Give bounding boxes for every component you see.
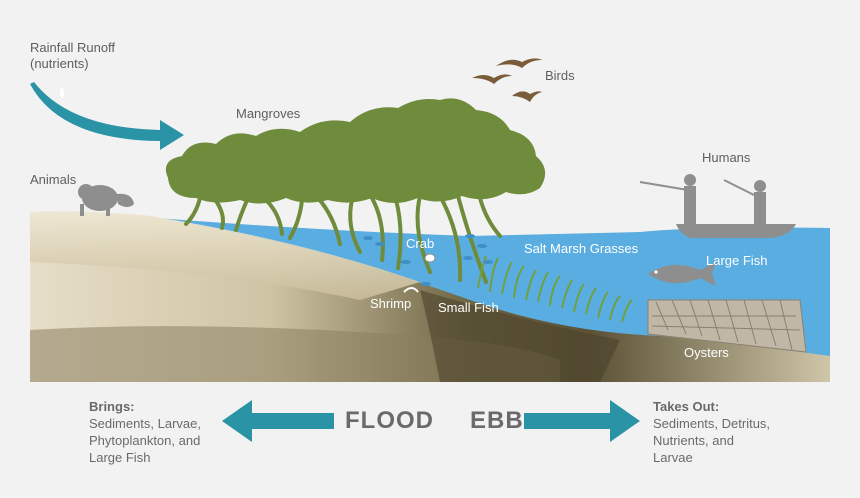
raccoon-icon — [78, 184, 134, 216]
flood-line: Large Fish — [89, 450, 151, 465]
ebb-line: Sediments, Detritus, — [653, 416, 771, 431]
animals-label: Animals — [30, 172, 77, 187]
ebb-line: Nutrients, and — [653, 433, 734, 448]
shrimp-label: Shrimp — [370, 296, 412, 311]
humans-label: Humans — [702, 150, 751, 165]
ebb-description: Takes Out: Sediments, Detritus, Nutrient… — [653, 398, 770, 466]
salt-marsh-grasses-icon — [477, 255, 633, 323]
dark-strata — [30, 326, 560, 382]
flood-heading: Brings: — [89, 399, 135, 414]
oysters-icon — [647, 299, 807, 353]
dark-strata-2 — [420, 290, 620, 382]
rainfall-runoff-arrow — [30, 82, 184, 150]
shrimp-icon — [403, 287, 419, 293]
birds-icon — [472, 58, 542, 102]
small-fish-label: Small Fish — [438, 300, 499, 315]
rainfall-runoff-label: Rainfall Runoff (nutrients) — [30, 40, 115, 72]
rainfall-label-line2: (nutrients) — [30, 56, 89, 71]
oysters-label: Oysters — [684, 345, 729, 360]
rainfall-label-line1: Rainfall Runoff — [30, 40, 116, 55]
large-fish-label: Large Fish — [706, 253, 768, 268]
mangrove-roots — [184, 194, 502, 284]
flood-line: Phytoplankton, and — [89, 433, 201, 448]
sand-strata — [30, 211, 420, 300]
ebb-heading: Takes Out: — [653, 399, 720, 414]
mangrove-canopy-icon — [165, 98, 546, 204]
ebb-title: EBB — [470, 407, 524, 434]
large-fish-icon — [648, 262, 716, 286]
flood-arrow-icon — [222, 400, 334, 442]
mangroves-label: Mangroves — [236, 106, 301, 121]
birds-label: Birds — [545, 68, 575, 83]
crab-icon — [424, 253, 436, 263]
salt-marsh-grasses-label: Salt Marsh Grasses — [524, 241, 639, 256]
flood-line: Sediments, Larvae, — [89, 416, 202, 431]
ebb-line: Larvae — [653, 450, 693, 465]
water-drop-icon — [60, 86, 64, 99]
flood-title: FLOOD — [345, 407, 434, 434]
humans-boat-icon — [639, 174, 796, 238]
flood-description: Brings: Sediments, Larvae, Phytoplankton… — [89, 398, 201, 466]
crab-label: Crab — [406, 236, 435, 251]
ebb-arrow-icon — [524, 400, 640, 442]
small-fish-icon — [363, 234, 493, 286]
